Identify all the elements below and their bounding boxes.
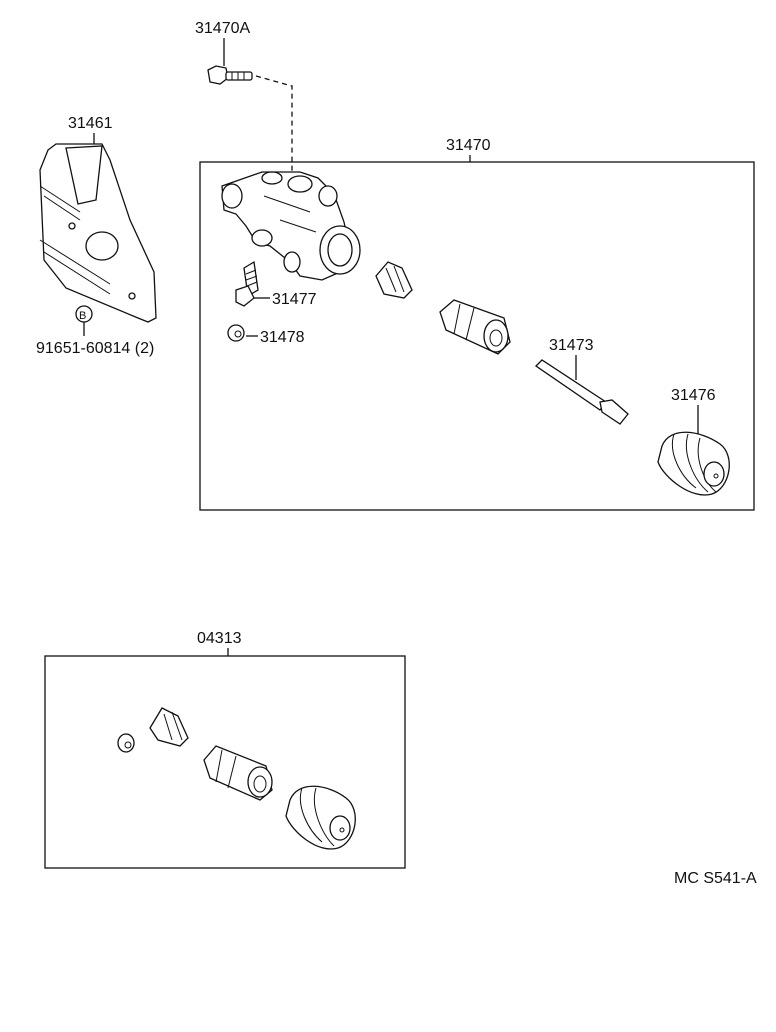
kit-boot bbox=[285, 785, 356, 850]
label-31473: 31473 bbox=[549, 337, 594, 354]
kit-cup-seal bbox=[149, 707, 189, 747]
piston bbox=[439, 299, 511, 355]
cup-seal bbox=[375, 261, 413, 299]
label-91651: 91651-60814 (2) bbox=[36, 340, 154, 357]
bleeder-screw-31477 bbox=[235, 260, 259, 307]
label-31478: 31478 bbox=[260, 329, 305, 346]
push-rod-31473 bbox=[534, 359, 629, 425]
reference-code: MC S541-A bbox=[674, 870, 757, 887]
boot-31476 bbox=[657, 431, 730, 496]
label-04313: 04313 bbox=[197, 630, 242, 647]
label-31470a: 31470A bbox=[195, 20, 250, 37]
bracket-31461 bbox=[39, 143, 157, 323]
bolt-31470a bbox=[207, 65, 253, 85]
kit-cap bbox=[117, 733, 135, 753]
label-31477: 31477 bbox=[272, 291, 317, 308]
label-31461: 31461 bbox=[68, 115, 113, 132]
callout-b-letter: B bbox=[79, 310, 86, 322]
label-31470: 31470 bbox=[446, 137, 491, 154]
callout-b: B bbox=[75, 305, 93, 323]
assembly-box-31470 bbox=[199, 161, 755, 511]
label-31476: 31476 bbox=[671, 387, 716, 404]
cap-31478 bbox=[227, 324, 245, 342]
kit-box-04313 bbox=[44, 655, 406, 869]
dashed-bolt-path bbox=[255, 75, 293, 176]
kit-piston bbox=[203, 745, 273, 801]
master-cylinder-body bbox=[221, 171, 361, 281]
